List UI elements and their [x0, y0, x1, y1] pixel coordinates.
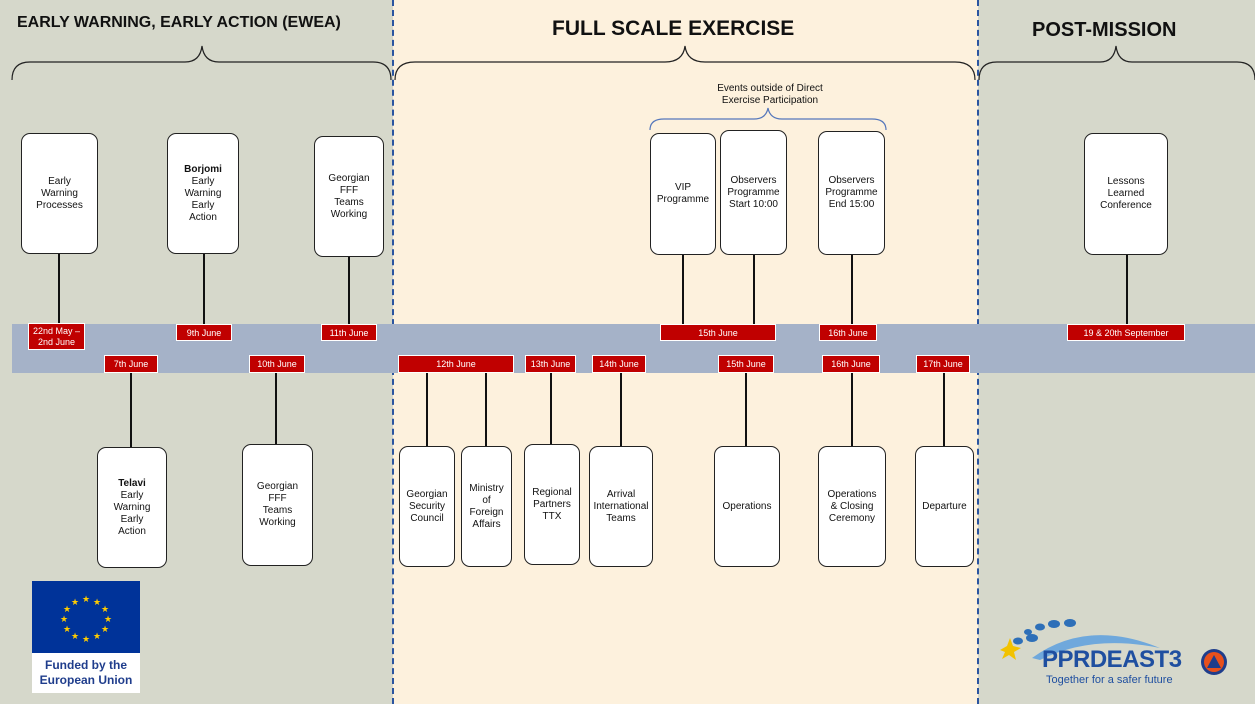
- post-mission-heading: POST-MISSION: [1032, 19, 1177, 41]
- connector: [485, 373, 487, 446]
- ewea-brace: [11, 45, 392, 81]
- connector: [348, 256, 350, 324]
- pprd-tagline: Together for a safer future: [1046, 674, 1173, 686]
- fse-heading: FULL SCALE EXERCISE: [552, 17, 795, 40]
- eu-funding-label: Funded by the European Union: [32, 653, 140, 693]
- connector: [682, 254, 684, 324]
- date-tag-15-june-lower: 15th June: [718, 355, 774, 373]
- svg-text:★: ★: [101, 625, 109, 635]
- connector: [1126, 254, 1128, 324]
- event-box-observers-start: Observers Programme Start 10:00: [720, 130, 787, 255]
- fse-brace: [394, 45, 976, 81]
- svg-text:★: ★: [71, 598, 79, 608]
- svg-text:★: ★: [60, 615, 68, 625]
- event-box-lessons-learned: Lessons Learned Conference: [1084, 133, 1168, 255]
- svg-text:★: ★: [93, 632, 101, 642]
- svg-text:★: ★: [63, 605, 71, 615]
- date-tag-12-june: 12th June: [398, 355, 514, 373]
- connector: [620, 373, 622, 446]
- connector: [203, 253, 205, 324]
- date-tag-7-june: 7th June: [104, 355, 158, 373]
- date-tag-10-june: 10th June: [249, 355, 305, 373]
- connector: [130, 373, 132, 447]
- svg-text:★: ★: [93, 598, 101, 608]
- event-box-departure: Departure: [915, 446, 974, 567]
- connector: [943, 373, 945, 446]
- date-tag-16-june-lower: 16th June: [822, 355, 880, 373]
- event-box-vip-programme: VIP Programme: [650, 133, 716, 255]
- date-tag-15-june-upper: 15th June: [660, 324, 776, 341]
- connector: [58, 253, 60, 324]
- event-box-georgian-fff-upper: Georgian FFF Teams Working: [314, 136, 384, 257]
- event-box-arrival-international-teams: Arrival International Teams: [589, 446, 653, 567]
- outside-events-note: Events outside of Direct Exercise Partic…: [717, 83, 823, 106]
- connector: [550, 373, 552, 444]
- pprd-east3-logo: PPRDEAST3 Together for a safer future: [992, 616, 1232, 696]
- event-box-ministry-foreign-affairs: Ministry of Foreign Affairs: [461, 446, 512, 567]
- event-box-georgian-security-council: Georgian Security Council: [399, 446, 455, 567]
- svg-text:★: ★: [104, 615, 112, 625]
- event-box-borjomi: Borjomi Early Warning Early Action: [167, 133, 239, 254]
- date-tag-13-june: 13th June: [525, 355, 576, 373]
- connector: [275, 373, 277, 444]
- connector: [426, 373, 428, 446]
- event-box-operations: Operations: [714, 446, 780, 567]
- date-tag-22-may-2-june: 22nd May – 2nd June: [28, 323, 85, 350]
- ewea-heading: EARLY WARNING, EARLY ACTION (EWEA): [17, 14, 341, 31]
- date-tag-11-june: 11th June: [321, 324, 377, 341]
- svg-text:★: ★: [82, 595, 90, 605]
- connector: [851, 254, 853, 324]
- connector: [745, 373, 747, 446]
- date-tag-9-june: 9th June: [176, 324, 232, 341]
- post-mission-brace: [978, 45, 1255, 81]
- event-box-georgian-fff-lower: Georgian FFF Teams Working: [242, 444, 313, 566]
- svg-text:★: ★: [63, 625, 71, 635]
- svg-text:★: ★: [71, 632, 79, 642]
- event-box-regional-partners-ttx: Regional Partners TTX: [524, 444, 580, 565]
- pprd-name: PPRDEAST3: [1042, 646, 1182, 673]
- eu-flag-logo: ★ ★ ★ ★ ★ ★ ★ ★ ★ ★ ★ ★: [32, 581, 140, 653]
- date-tag-17-june: 17th June: [916, 355, 970, 373]
- event-box-early-warning-processes: Early Warning Processes: [21, 133, 98, 254]
- observer-events-brace: [649, 107, 887, 131]
- svg-text:★: ★: [101, 605, 109, 615]
- eu-stars-icon: ★ ★ ★ ★ ★ ★ ★ ★ ★ ★ ★ ★: [60, 595, 112, 645]
- date-tag-14-june: 14th June: [592, 355, 646, 373]
- connector: [753, 254, 755, 324]
- event-box-observers-end: Observers Programme End 15:00: [818, 131, 885, 255]
- svg-text:★: ★: [82, 635, 90, 645]
- pprd-logo-graphic: [1000, 619, 1227, 675]
- date-tag-19-20-september: 19 & 20th September: [1067, 324, 1185, 341]
- connector: [851, 373, 853, 446]
- date-tag-16-june-upper: 16th June: [819, 324, 877, 341]
- event-box-telavi: Telavi Early Warning Early Action: [97, 447, 167, 568]
- event-box-operations-closing-ceremony: Operations & Closing Ceremony: [818, 446, 886, 567]
